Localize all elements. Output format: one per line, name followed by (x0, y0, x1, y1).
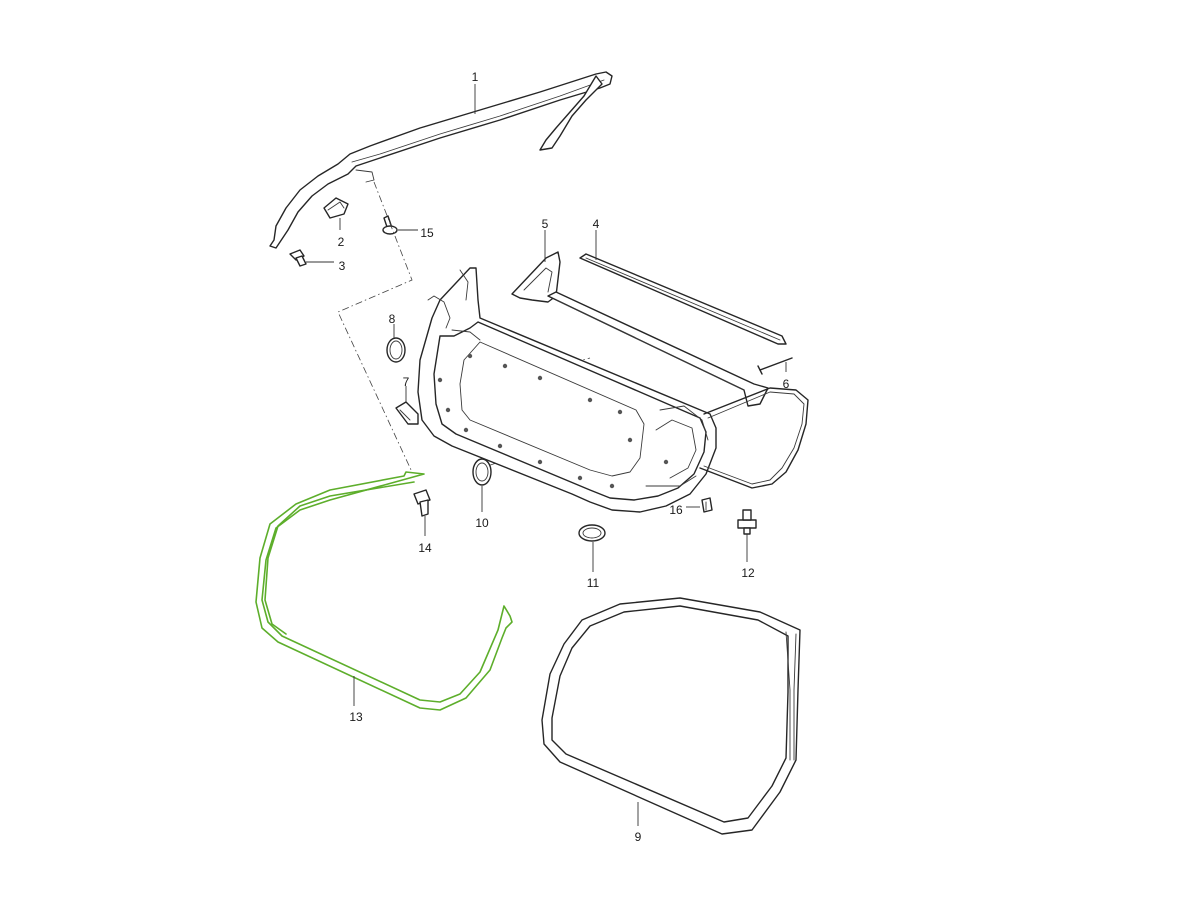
inner-beltline-strip (547, 291, 769, 407)
callout-11[interactable]: 11 (587, 576, 600, 590)
callout-leaders (306, 84, 787, 826)
callout-7[interactable]: 7 (403, 375, 410, 389)
callout-15[interactable]: 15 (420, 226, 434, 240)
part-1-window-trim-strip[interactable] (269, 71, 613, 249)
callout-6[interactable]: 6 (783, 377, 790, 391)
part-14-screw[interactable] (413, 489, 431, 517)
callout-8[interactable]: 8 (389, 312, 396, 326)
callout-12[interactable]: 12 (741, 566, 755, 580)
callout-14[interactable]: 14 (418, 541, 432, 555)
part-13-door-seal-highlighted[interactable] (255, 471, 513, 711)
part-12-push-fastener[interactable] (737, 509, 757, 535)
part-11-oval-plug[interactable] (578, 524, 606, 542)
callout-13[interactable]: 13 (349, 710, 363, 724)
callout-4[interactable]: 4 (593, 217, 600, 231)
part-2-clip[interactable] (323, 197, 349, 219)
part-8-round-plug[interactable] (386, 337, 406, 363)
part-4-beltline-seal[interactable] (579, 253, 787, 345)
part-16-clip[interactable] (701, 497, 713, 513)
assembly-line-trim-to-frame (337, 181, 413, 473)
callout-2[interactable]: 2 (338, 235, 345, 249)
callout-10[interactable]: 10 (475, 516, 489, 530)
part-10-oval-plug[interactable] (472, 458, 492, 486)
part-3-screw[interactable] (289, 249, 307, 267)
outer-door-seal-loop (699, 387, 809, 489)
callout-5[interactable]: 5 (542, 217, 549, 231)
door-frame (417, 267, 717, 513)
part-6-pin[interactable] (757, 357, 793, 375)
callout-1[interactable]: 1 (472, 70, 479, 84)
callout-16[interactable]: 16 (669, 503, 683, 517)
callout-3[interactable]: 3 (339, 259, 346, 273)
part-9-window-frame-seal[interactable] (541, 597, 801, 835)
part-15-screw[interactable] (382, 215, 398, 235)
part-7-bracket[interactable] (395, 401, 419, 425)
callout-9[interactable]: 9 (635, 830, 642, 844)
